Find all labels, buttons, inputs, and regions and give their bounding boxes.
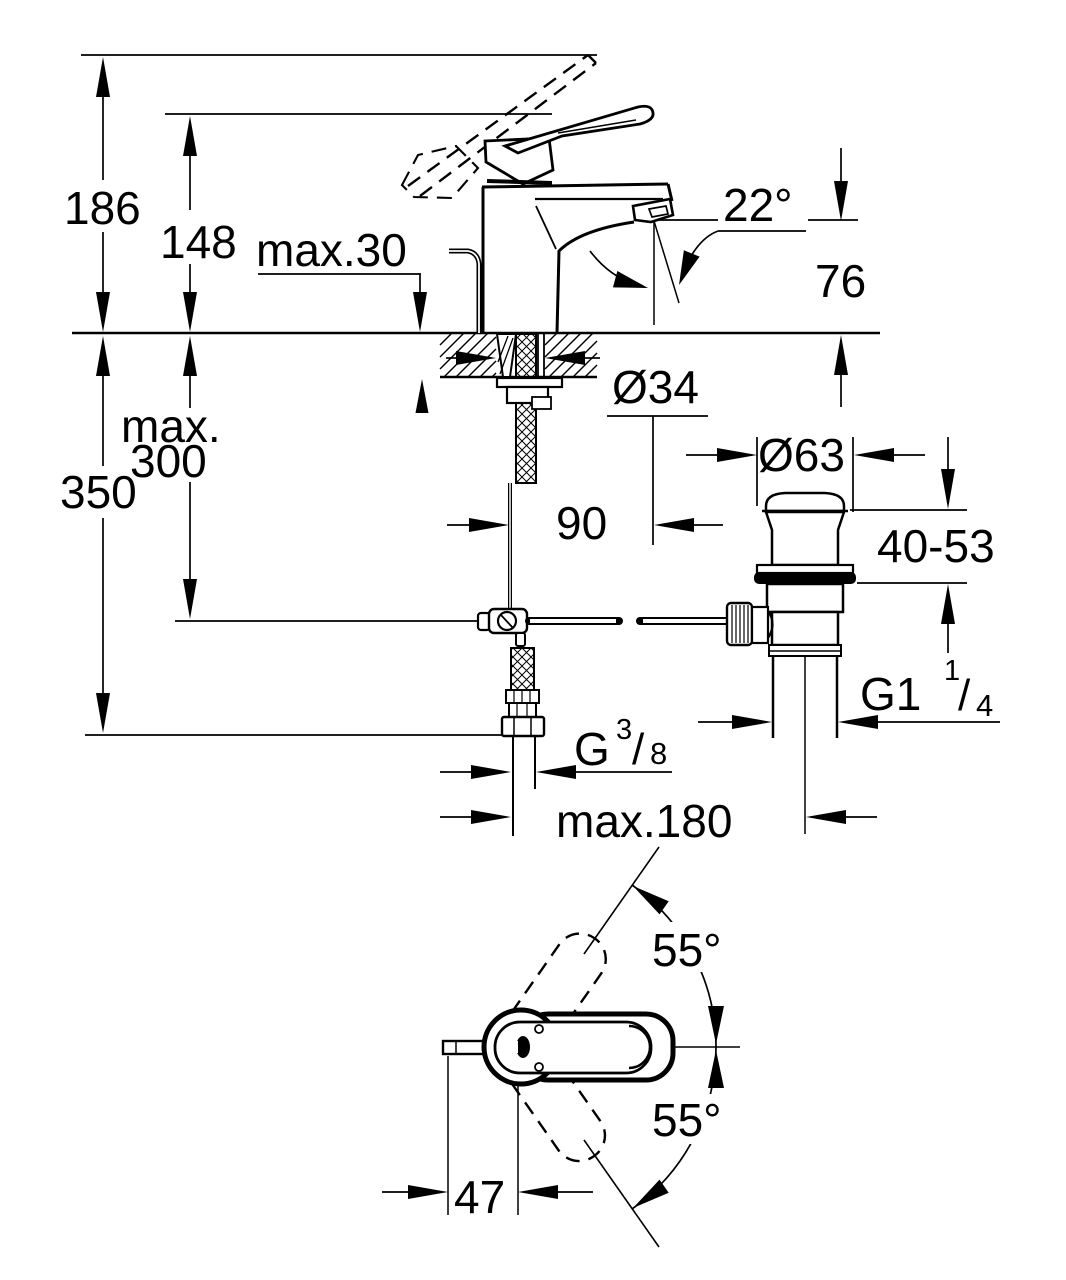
dim-rod-reach: max.180 xyxy=(556,795,732,847)
dim-supply-thread: G 3 / 8 xyxy=(574,714,667,775)
dim-swivel-upper: 55° xyxy=(652,924,722,976)
supply-thread-base: G xyxy=(574,723,610,775)
popup-rod-connector xyxy=(476,607,529,647)
dimension-labels: 186 148 max.30 22° 76 Ø34 max. 300 350 9… xyxy=(60,179,995,1223)
popup-waste-assembly xyxy=(725,491,856,738)
supply-thread-sup: 3 xyxy=(616,714,632,746)
rod-adjuster-knob xyxy=(725,601,774,647)
waste-thread-sup: 1 xyxy=(944,655,960,687)
dimension-arrowheads xyxy=(96,57,955,1208)
dim-hole-diameter: Ø34 xyxy=(612,361,699,413)
faucet-body xyxy=(481,182,675,334)
below-deck-assembly xyxy=(476,333,734,738)
faucet-lever-handle xyxy=(483,104,655,186)
faucet-top-view xyxy=(441,932,676,1163)
dim-waste-thread: G1 1 / 4 xyxy=(860,655,993,723)
waste-seal-ring xyxy=(754,572,856,584)
dim-waste-flange: Ø63 xyxy=(758,429,845,481)
faucet-front-view xyxy=(400,54,675,334)
supply-thread-sub: 8 xyxy=(650,736,667,771)
dim-deck-thickness: max.30 xyxy=(256,224,407,276)
dim-spout-angle: 22° xyxy=(723,179,793,231)
supply-thread-slash: / xyxy=(632,725,645,774)
logo-mark xyxy=(516,1036,530,1058)
dim-waste-deck-range: 40-53 xyxy=(877,520,995,572)
popup-plug xyxy=(764,491,846,513)
dim-spout-outlet-height: 76 xyxy=(815,255,866,307)
dim-spout-tip-height: 148 xyxy=(160,216,237,268)
dim-rod-length-value: 300 xyxy=(130,435,207,487)
waste-thread-sub: 4 xyxy=(976,688,993,723)
dim-center-offset: 90 xyxy=(556,497,607,549)
waste-thread-base: G1 xyxy=(860,668,921,720)
waste-thread-slash: / xyxy=(958,671,971,720)
dim-total-height: 186 xyxy=(64,182,141,234)
dim-rod-length-prefix: max. xyxy=(121,400,221,452)
dim-handle-offset: 47 xyxy=(454,1171,505,1223)
handle-raised-dashed xyxy=(400,54,597,200)
dim-swivel-lower: 55° xyxy=(652,1094,722,1146)
dim-hose-length: 350 xyxy=(60,466,137,518)
